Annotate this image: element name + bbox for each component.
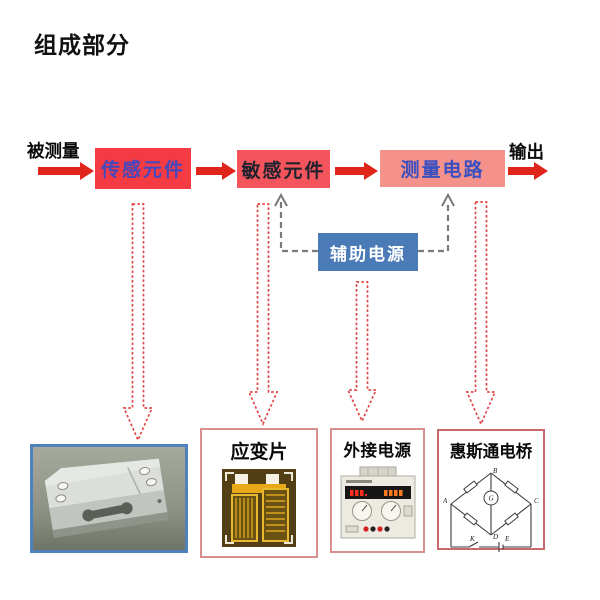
external-power-box: 外接电源 [330,428,425,553]
dashed-arrow-circuit-to-bridge [465,201,497,427]
bridge-battery-label: E [504,535,510,543]
flow-box-sensitive-label: 敏感元件 [241,160,326,182]
strain-gauge-box: 应变片 [200,428,318,558]
page-title: 组成部分 [34,32,130,58]
power-supply-icon [340,466,415,539]
flow-arrow-2-icon [335,162,378,180]
measured-quantity-label: 被测量 [27,141,80,161]
strain-gauge-label: 应变片 [230,442,288,463]
flow-box-sensing-label: 传感元件 [100,160,185,181]
dashed-arrow-sensing-to-loadcell [122,203,154,443]
wheatstone-bridge-icon: G B A C D K E [443,467,539,552]
flow-arrow-output-icon [508,162,548,180]
load-cell-photo [33,447,185,550]
dashed-arrow-aux-to-power [346,281,378,424]
wheatstone-bridge-box: 惠斯通电桥 [437,429,545,552]
aux-power-label: 辅助电源 [330,244,406,264]
aux-arrowhead-right-icon [441,192,455,207]
dashed-arrow-sensitive-to-strain [247,203,279,427]
load-cell-image-box [30,444,188,553]
bridge-switch-label: K [469,535,475,543]
bridge-node-top: B [493,467,498,475]
aux-power-box: 辅助电源 [318,233,418,271]
flow-box-sensitive-element: 敏感元件 [237,150,330,188]
bridge-node-bottom: D [492,533,498,541]
bridge-node-left: A [443,497,448,505]
strain-gauge-icon [222,469,296,547]
flow-box-circuit-label: 测量电路 [400,160,485,181]
bridge-galvanometer-label: G [488,495,493,503]
flow-box-sensing-element: 传感元件 [95,148,191,189]
output-label: 输出 [509,142,544,162]
flow-box-measuring-circuit: 测量电路 [380,150,505,187]
wheatstone-bridge-label: 惠斯通电桥 [449,443,533,461]
aux-arrowhead-left-icon [274,192,288,207]
external-power-label: 外接电源 [343,442,412,460]
aux-connector-right [418,202,450,253]
aux-connector-left [279,202,318,253]
flow-arrow-1-icon [196,162,236,180]
flow-arrow-input-icon [38,162,94,180]
bridge-node-right: C [534,497,539,505]
